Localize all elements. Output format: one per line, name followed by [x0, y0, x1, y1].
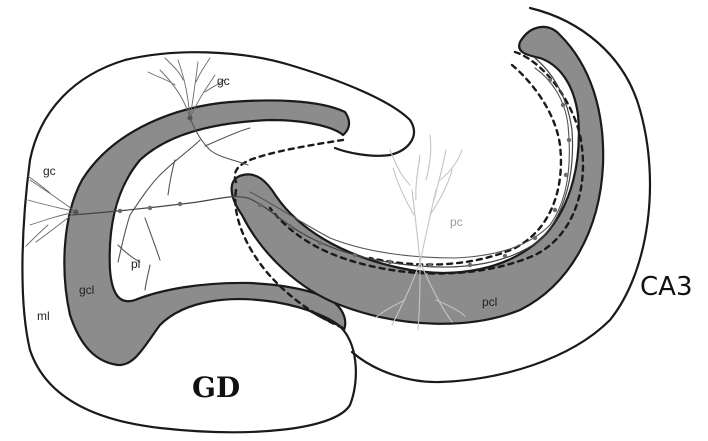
label-pcl: pcl [482, 295, 497, 309]
ca3-outer-outline [352, 8, 650, 382]
label-gc-top: gc [217, 74, 230, 88]
label-pl: pl [131, 257, 140, 271]
label-region-ca3: CA3 [640, 272, 692, 302]
label-ml: ml [37, 309, 50, 323]
label-pc: pc [450, 215, 463, 229]
ca3-dashed-boundary-outer [370, 65, 561, 265]
label-gcl: gcl [79, 283, 94, 297]
label-gc-left: gc [43, 164, 56, 178]
mossy-fiber-path [72, 58, 573, 267]
label-region-gd: GD [192, 371, 240, 404]
